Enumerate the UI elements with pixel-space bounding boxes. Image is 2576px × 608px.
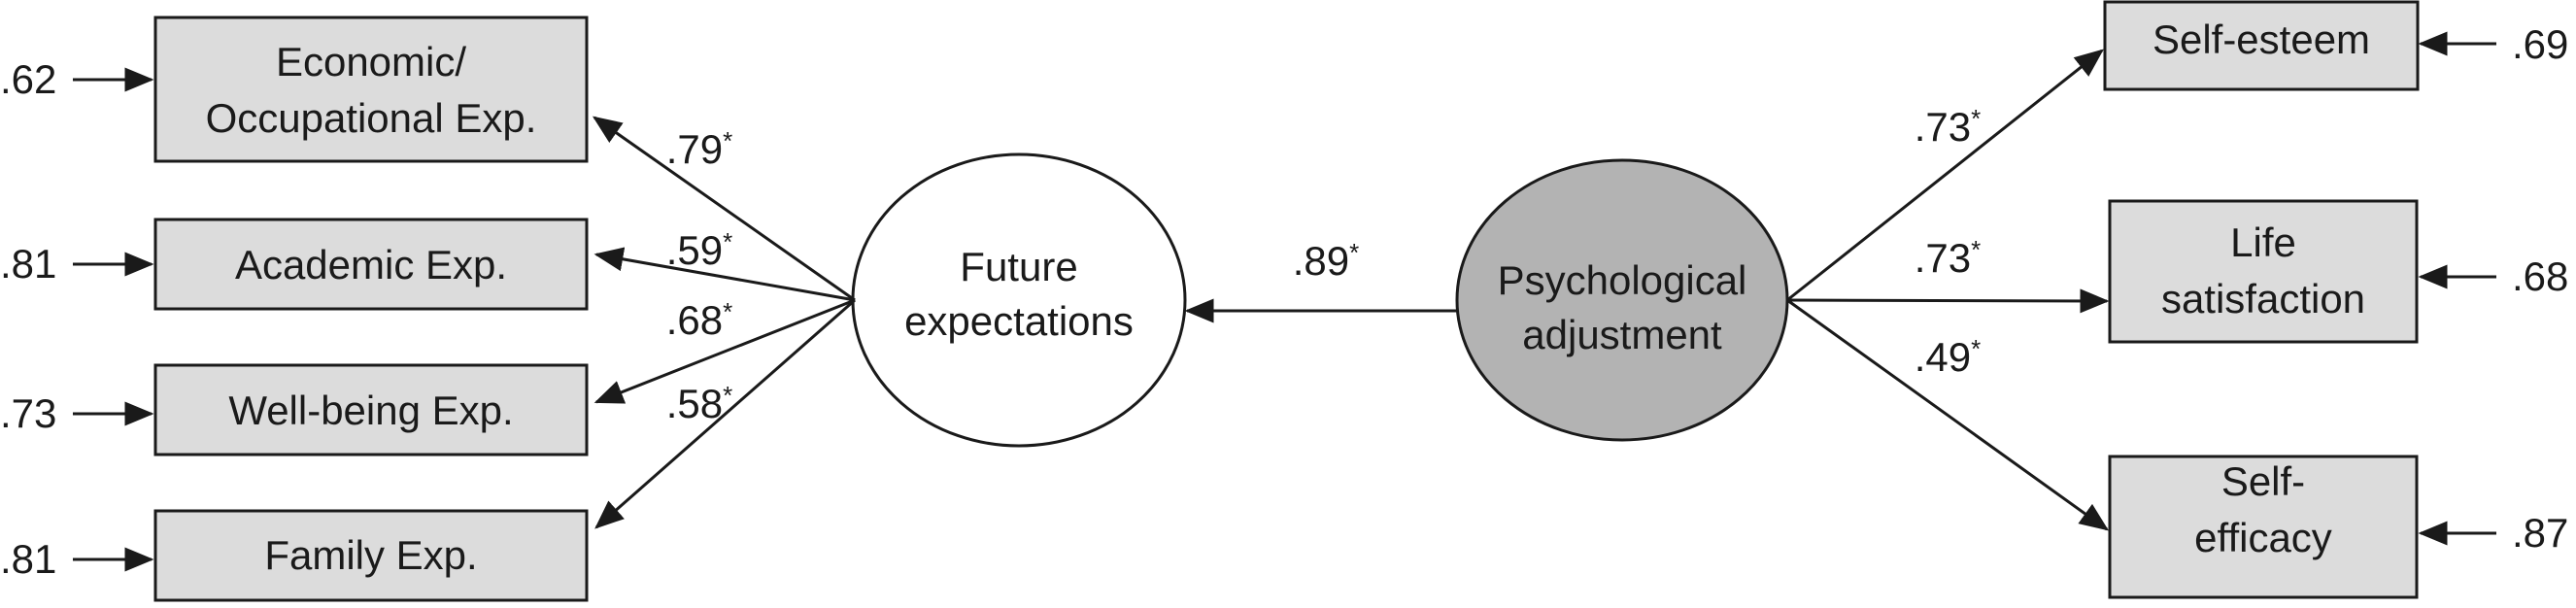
loading-coef-lifesat: .73* xyxy=(1915,235,1982,281)
loading-arrow-selfesteem xyxy=(1786,49,2104,302)
loading-coef-family: .58* xyxy=(666,381,733,426)
error-economic: .62 xyxy=(0,56,56,102)
indicator-selfesteem: Self-esteem xyxy=(2103,0,2420,91)
indicator-selfesteem-box xyxy=(2103,0,2420,91)
loading-coef-wellbeing: .68* xyxy=(666,297,733,343)
structural-coef: .89* xyxy=(1293,238,1360,284)
loading-arrow-wellbeing xyxy=(593,298,856,404)
loading-arrow-lifesat xyxy=(1786,288,2110,314)
indicator-lifesat: Life satisfaction xyxy=(2108,199,2419,344)
indicator-selfefficacy-label-line2: efficacy xyxy=(2194,515,2332,560)
indicator-economic-label-line2: Occupational Exp. xyxy=(206,95,537,141)
latent-psych-label-line1: Psychological xyxy=(1498,257,1747,303)
error-family: .81 xyxy=(0,536,56,582)
indicator-wellbeing: Well-being Exp. xyxy=(153,363,589,456)
latent-future-label-line1: Future xyxy=(960,244,1077,289)
error-selfesteem: .69 xyxy=(2512,21,2568,67)
indicator-selfefficacy-box xyxy=(2108,455,2419,599)
indicator-economic-box xyxy=(153,16,589,163)
loading-coef-economic: .79* xyxy=(666,126,733,172)
indicator-family-label: Family Exp. xyxy=(264,532,477,578)
loading-arrow-academic xyxy=(593,247,856,302)
indicator-selfefficacy-label-line1: Self- xyxy=(2221,458,2305,504)
loading-coef-selfefficacy: .49* xyxy=(1915,334,1982,380)
indicator-wellbeing-box xyxy=(153,363,589,456)
error-wellbeing: .73 xyxy=(0,390,56,436)
indicator-family: Family Exp. xyxy=(153,509,589,602)
indicator-economic-label-line1: Economic/ xyxy=(276,39,466,84)
error-selfefficacy: .87 xyxy=(2512,510,2568,556)
indicator-family-box xyxy=(153,509,589,602)
latent-psychological-adjustment: Psychological adjustment xyxy=(1455,158,1789,442)
indicator-selfesteem-label: Self-esteem xyxy=(2152,17,2370,62)
latent-future-expectations: Future expectations xyxy=(851,152,1187,448)
loading-arrow-economic xyxy=(592,116,856,302)
indicator-academic-label: Academic Exp. xyxy=(235,242,507,287)
indicator-economic: Economic/ Occupational Exp. xyxy=(153,16,589,163)
loading-coef-academic: .59* xyxy=(666,227,733,273)
latent-future-label-line2: expectations xyxy=(904,298,1134,344)
loading-arrow-family xyxy=(594,298,856,529)
latent-psych-label-line2: adjustment xyxy=(1522,312,1722,357)
indicator-lifesat-label-line2: satisfaction xyxy=(2161,276,2365,321)
indicator-lifesat-label-line1: Life xyxy=(2230,220,2296,265)
loading-arrow-selfefficacy xyxy=(1786,298,2110,531)
indicator-academic: Academic Exp. xyxy=(153,218,589,311)
indicator-selfefficacy: Self- efficacy xyxy=(2108,455,2419,599)
error-academic: .81 xyxy=(0,241,56,287)
indicator-academic-box xyxy=(153,218,589,311)
indicator-lifesat-box xyxy=(2108,199,2419,344)
loading-coef-selfesteem: .73* xyxy=(1915,104,1982,150)
indicator-wellbeing-label: Well-being Exp. xyxy=(228,388,513,433)
error-lifesat: .68 xyxy=(2512,253,2568,299)
